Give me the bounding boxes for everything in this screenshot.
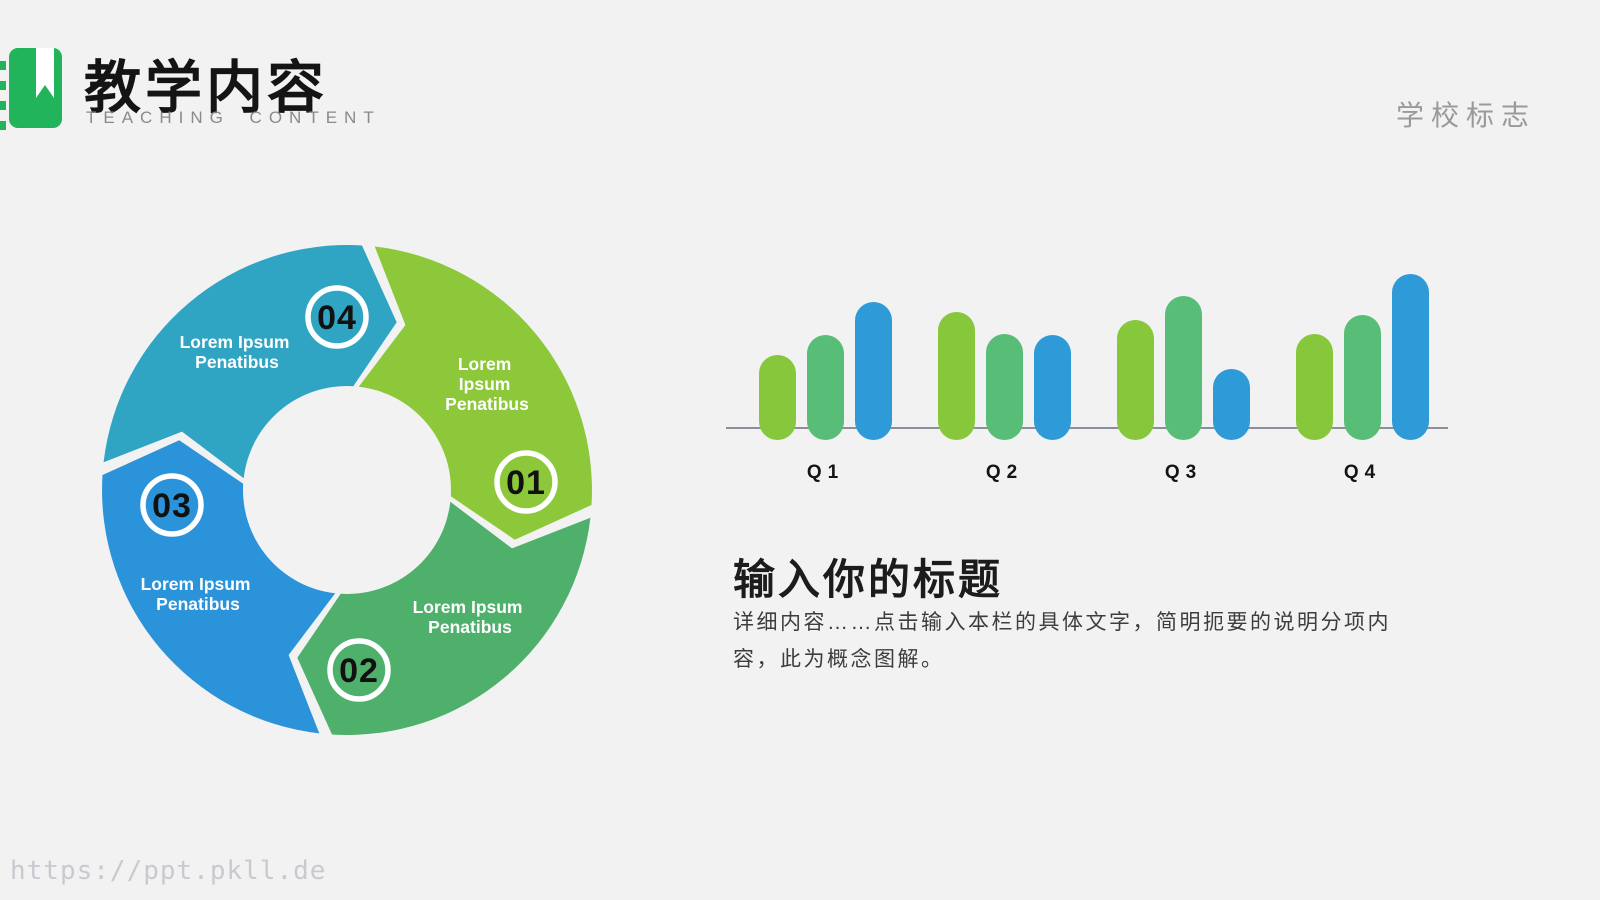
category-label-Q4: Q4 xyxy=(1343,462,1382,483)
category-label-Q1: Q1 xyxy=(806,462,845,483)
bars xyxy=(759,250,892,440)
bar-series-blue xyxy=(1034,335,1071,440)
bar-series-green xyxy=(986,334,1023,440)
bar-group-Q2: Q2 xyxy=(938,250,1071,500)
bar-series-blue xyxy=(855,302,892,440)
badge-02: 02 xyxy=(327,638,391,702)
bar-series-green xyxy=(807,335,844,440)
bar-chart: Q1 Q2 Q3 Q4 xyxy=(726,250,1448,500)
bar-series-lime xyxy=(759,355,796,440)
cycle-diagram: 01 02 03 04 Lorem Ipsum Penatibus Lorem … xyxy=(102,245,592,735)
bar-series-green xyxy=(1344,315,1381,440)
badge-04: 04 xyxy=(305,285,369,349)
badge-number-04: 04 xyxy=(317,299,357,337)
bar-series-green xyxy=(1165,296,1202,440)
badge-ring-02 xyxy=(327,638,391,702)
notebook-bookmark-icon xyxy=(0,48,62,130)
bar-group-Q4: Q4 xyxy=(1296,250,1429,500)
cycle-segment-04 xyxy=(103,245,397,479)
bar-series-blue xyxy=(1392,274,1429,440)
watermark-url: https://ppt.pkll.de xyxy=(10,856,327,886)
category-label-Q2: Q2 xyxy=(985,462,1024,483)
bookmark-ribbon xyxy=(36,48,54,98)
badge-ring-04 xyxy=(305,285,369,349)
bar-series-lime xyxy=(1296,334,1333,440)
content-body: 详细内容……点击输入本栏的具体文字，简明扼要的说明分项内容，此为概念图解。 xyxy=(733,611,1391,671)
bar-group-Q3: Q3 xyxy=(1117,250,1250,500)
bar-series-blue xyxy=(1213,369,1250,440)
content-title: 输入你的标题 xyxy=(733,556,1004,603)
category-label-Q3: Q3 xyxy=(1164,462,1203,483)
x-axis-line xyxy=(726,427,1448,429)
school-logo-placeholder: 学校标志 xyxy=(1395,100,1536,131)
badge-03: 03 xyxy=(140,473,204,537)
segment-label-02: Lorem Ipsum Penatibus xyxy=(413,597,528,637)
bars xyxy=(1117,250,1250,440)
page-subtitle: TEACHING CONTENT xyxy=(86,108,381,127)
bar-series-lime xyxy=(938,312,975,440)
bars xyxy=(1296,250,1429,440)
segment-label-04: Lorem Ipsum Penatibus xyxy=(180,332,295,372)
cycle-segment-03 xyxy=(102,440,336,734)
page-title: 教学内容 xyxy=(84,56,328,120)
bar-series-lime xyxy=(1117,320,1154,440)
badge-number-02: 02 xyxy=(339,652,379,690)
segment-label-03: Lorem Ipsum Penatibus xyxy=(141,574,256,614)
cycle-segment-01 xyxy=(358,246,592,540)
bars xyxy=(938,250,1071,440)
badge-number-01: 01 xyxy=(506,464,546,502)
badge-number-03: 03 xyxy=(152,487,192,525)
notebook-icon-shapes xyxy=(0,48,62,130)
segment-label-01: Lorem Ipsum Penatibus xyxy=(445,354,529,414)
badge-ring-01 xyxy=(494,450,558,514)
badge-ring-03 xyxy=(140,473,204,537)
cycle-segment-02 xyxy=(297,501,591,735)
bar-group-Q1: Q1 xyxy=(759,250,892,500)
badge-01: 01 xyxy=(494,450,558,514)
